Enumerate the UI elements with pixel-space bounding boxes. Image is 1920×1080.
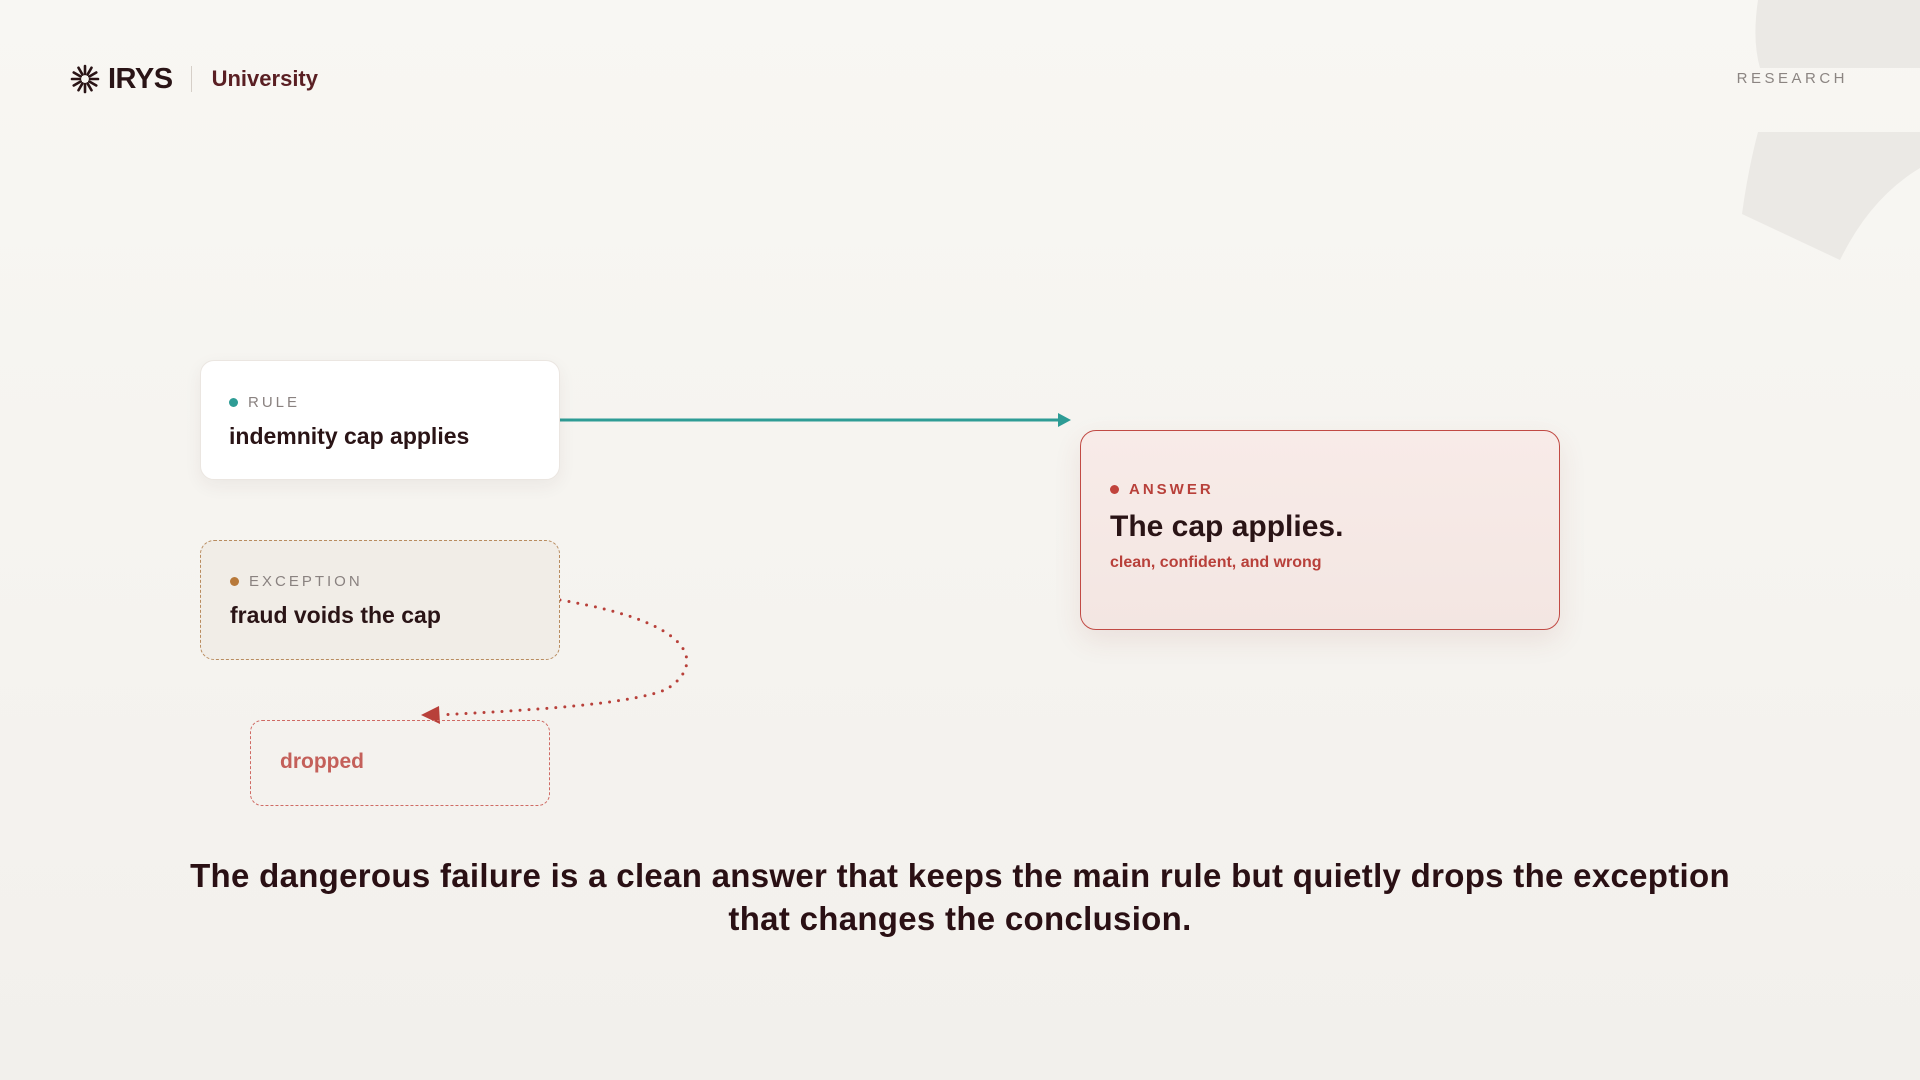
answer-tag: ANSWER [1110,481,1530,498]
rule-to-answer-arrowhead [1058,413,1071,427]
answer-tag-label: ANSWER [1129,481,1214,498]
exception-card: EXCEPTION fraud voids the cap [200,540,560,660]
starburst-icon [70,64,100,94]
caption: The dangerous failure is a clean answer … [190,857,1730,937]
exception-tag: EXCEPTION [230,573,531,590]
exception-to-dropped-arrowhead [421,706,440,724]
rule-tag: RULE [229,394,531,411]
rule-card: RULE indemnity cap applies [200,360,560,480]
rule-tag-label: RULE [248,394,301,411]
answer-subtitle: clean, confident, and wrong [1110,554,1322,571]
brand-logo[interactable]: IRYS University [70,62,318,96]
answer-card: ANSWER The cap applies. clean, confident… [1080,430,1560,630]
rule-text: indemnity cap applies [229,423,470,449]
background-decoration [1742,0,1920,260]
answer-dot [1110,485,1119,494]
exception-dot [230,577,239,586]
brand-name: IRYS [108,62,173,95]
dropped-text: dropped [280,750,364,773]
exception-tag-label: EXCEPTION [249,573,363,590]
dropped-card: dropped [250,720,550,806]
brand-subtitle: University [211,66,318,91]
brand-divider [190,66,192,92]
section-label: RESEARCH [1736,70,1848,87]
rule-dot [229,398,238,407]
exception-text: fraud voids the cap [230,602,441,628]
answer-title: The cap applies. [1110,510,1344,543]
